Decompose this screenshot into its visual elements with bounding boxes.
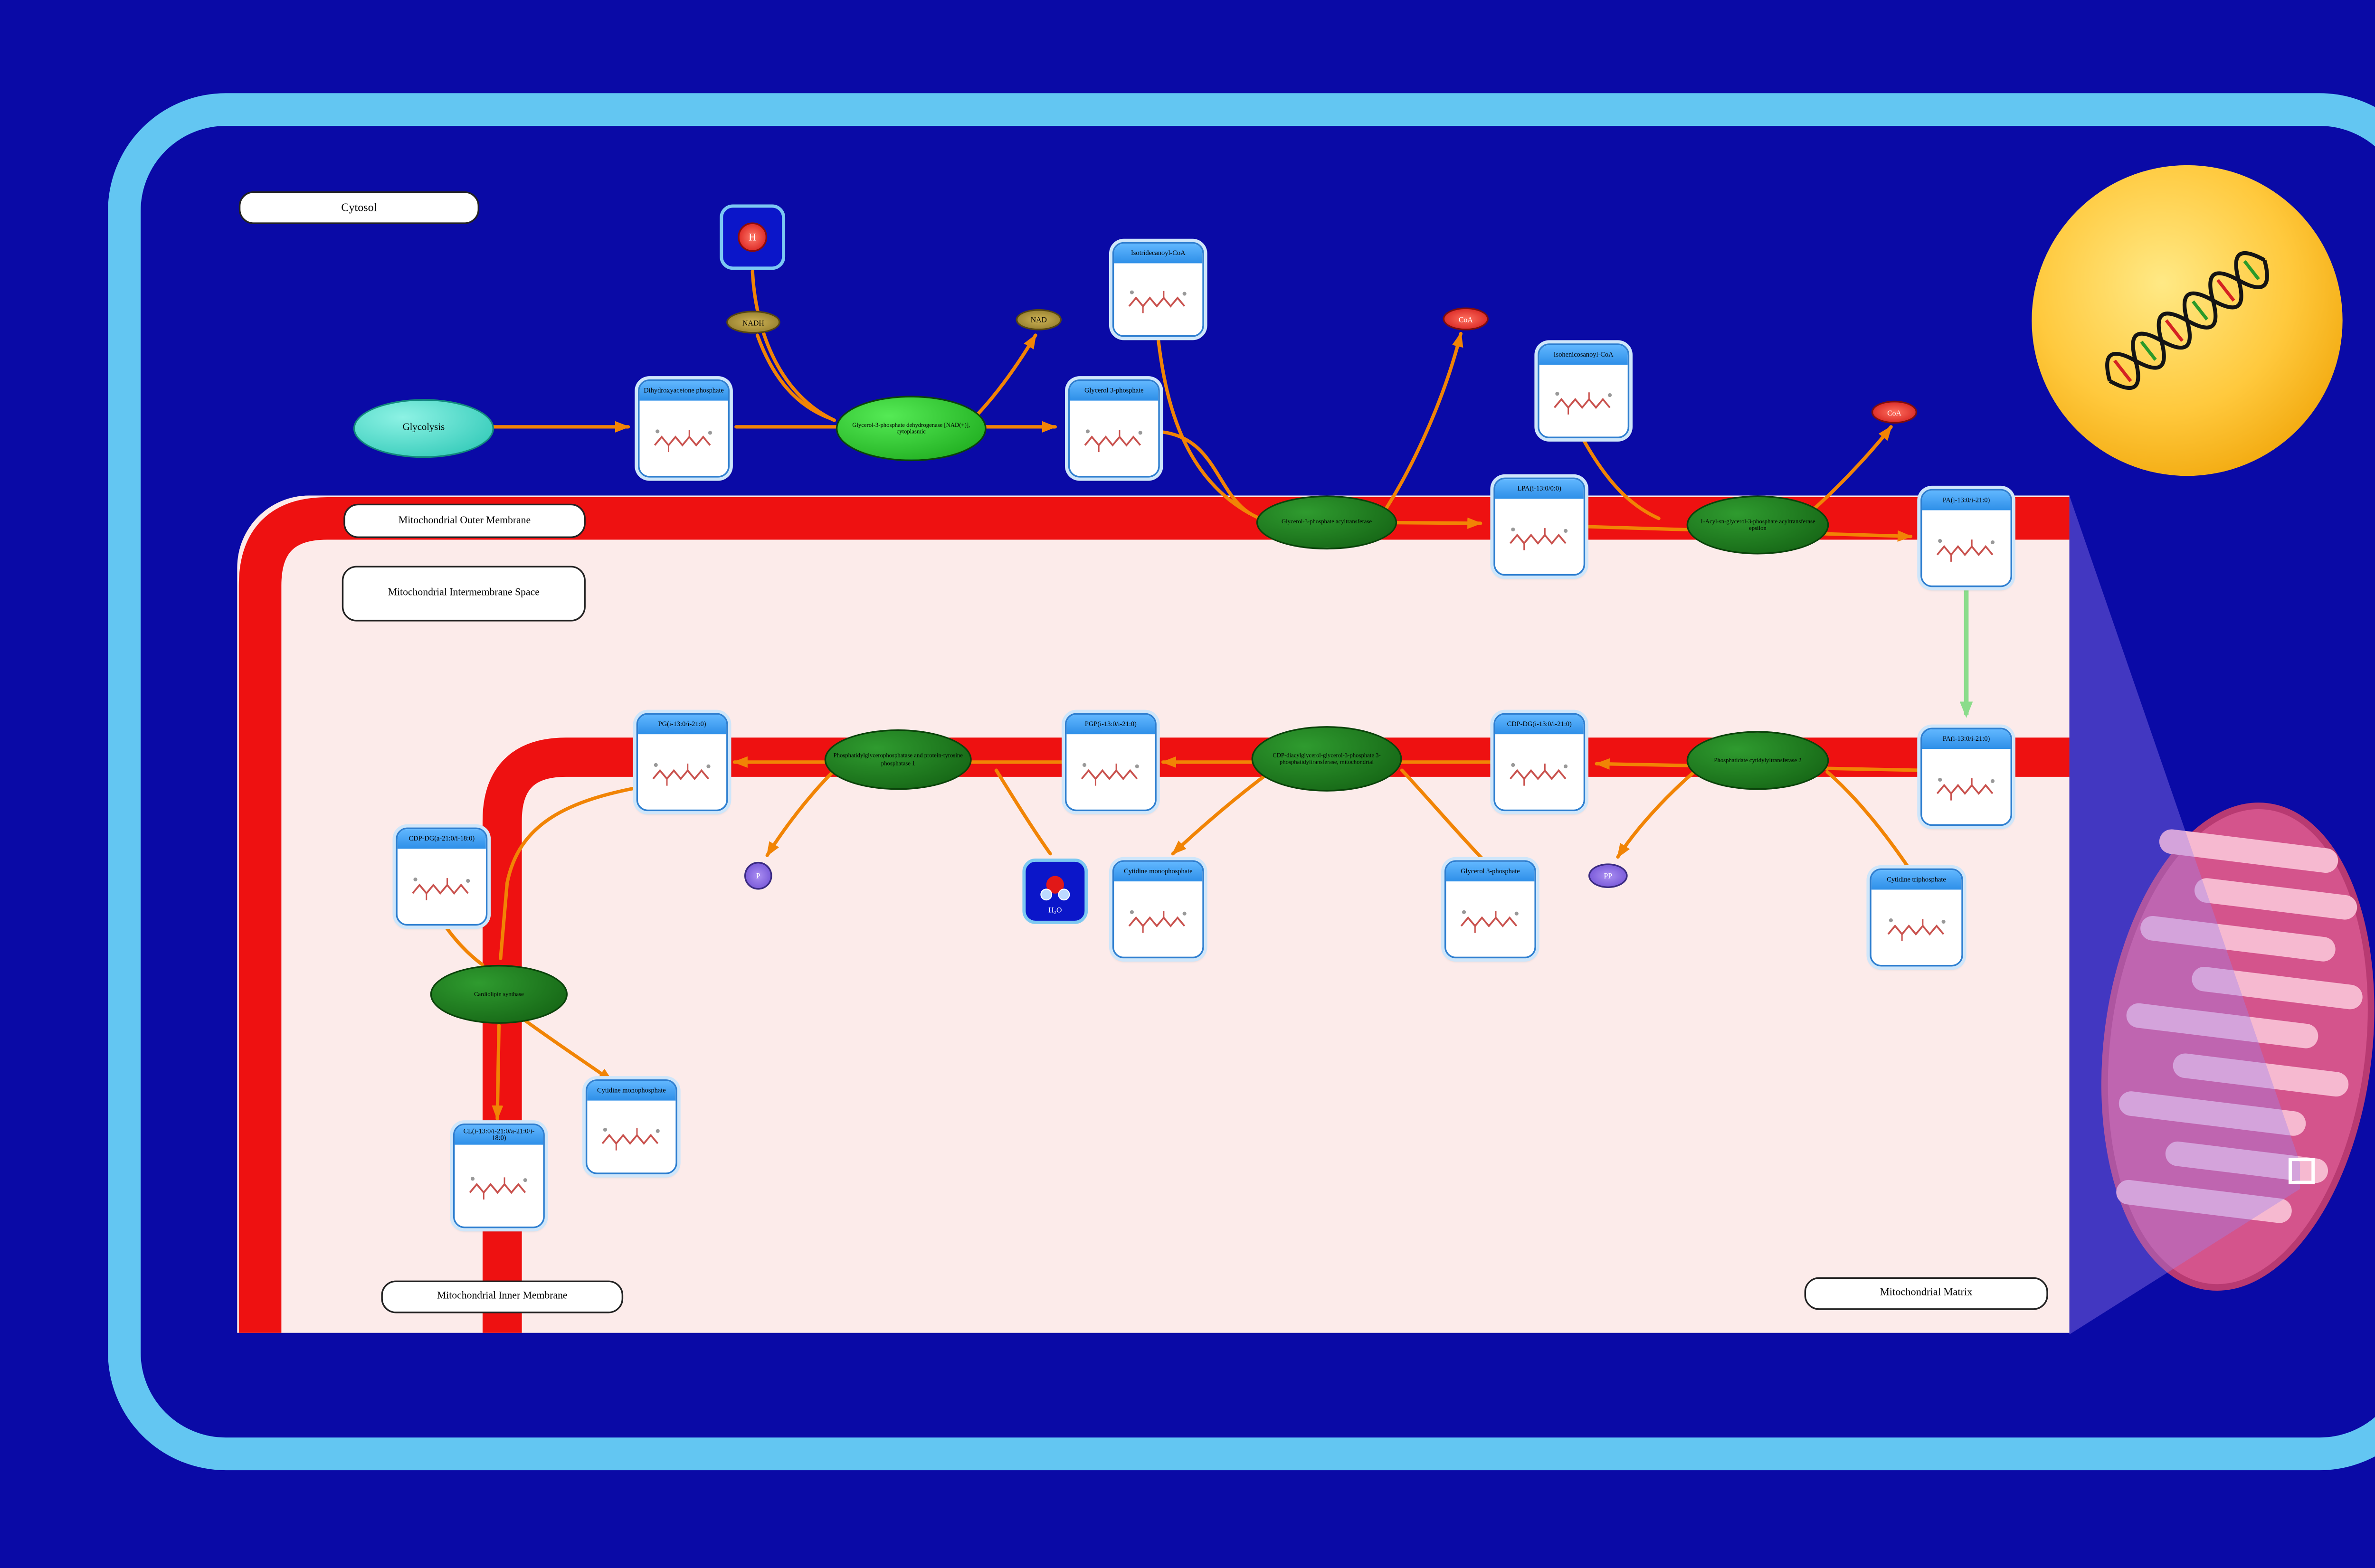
species-cdp-dg-2[interactable]: CDP-DG(a-21:0/i-18:0) (396, 827, 488, 926)
species-label: PGP(i-13:0/i-21:0) (1066, 714, 1155, 735)
species-g3p-cytosol[interactable]: Glycerol 3-phosphate (1068, 379, 1160, 478)
species-label: PG(i-13:0/i-21:0) (638, 714, 727, 735)
enzyme-cls[interactable]: Cardiolipin synthase (430, 964, 568, 1024)
structure-image (1495, 734, 1584, 810)
process-glycolysis[interactable]: Glycolysis (353, 399, 494, 458)
molecule-label: H (749, 231, 757, 243)
molecule-label: NADH (742, 318, 764, 327)
molecule-nad[interactable]: NAD (1016, 309, 1062, 331)
molecule-nadh[interactable]: NADH (726, 311, 780, 334)
enzyme-label: Glycerol-3-phosphate dehydrogenase [NAD(… (852, 422, 970, 435)
species-dhap[interactable]: Dihydroxyacetone phosphate (638, 379, 730, 478)
structure-image (1922, 749, 2011, 824)
molecule-coa-1[interactable]: CoA (1443, 307, 1489, 331)
enzyme-label: CDP-diacylglycerol-glycerol-3-phosphate … (1273, 752, 1381, 765)
structure-image (1922, 510, 2011, 586)
structure-image (1066, 734, 1155, 810)
molecule-water[interactable]: H₂O (1022, 859, 1088, 924)
inner-membrane-band (482, 737, 2070, 1333)
enzyme-ptpmt1[interactable]: Phosphatidylglycerophosphatase and prote… (824, 729, 972, 790)
species-cmp-1[interactable]: Cytidine monophosphate (1112, 860, 1204, 959)
species-cmp-2[interactable]: Cytidine monophosphate (585, 1079, 677, 1174)
species-label: Glycerol 3-phosphate (1446, 861, 1535, 882)
enzyme-label: Glycerol-3-phosphate acyltransferase (1281, 519, 1372, 526)
water-icon (1040, 875, 1070, 900)
species-label: LPA(i-13:0/0:0) (1495, 479, 1584, 499)
molecule-label: CoA (1458, 314, 1473, 323)
species-label: Glycerol 3-phosphate (1070, 381, 1159, 401)
species-pgp[interactable]: PGP(i-13:0/i-21:0) (1064, 713, 1157, 812)
molecule-label: CoA (1887, 408, 1901, 416)
molecule-coa-2[interactable]: CoA (1871, 400, 1918, 424)
label-cytosol: Cytosol (238, 191, 480, 224)
structure-image (455, 1145, 543, 1227)
enzyme-label: 1-Acyl-sn-glycerol-3-phosphate acyltrans… (1700, 518, 1815, 532)
species-cdp-dg-1[interactable]: CDP-DG(i-13:0/i-21:0) (1493, 713, 1586, 812)
structure-image (1495, 499, 1584, 574)
species-isohenicosanoyl-coa[interactable]: Isohenicosanoyl-CoA (1538, 343, 1630, 438)
structure-image (1070, 400, 1159, 476)
species-g3p-matrix[interactable]: Glycerol 3-phosphate (1444, 860, 1536, 959)
species-isotridecanoyl-coa[interactable]: Isotridecanoyl-CoA (1112, 242, 1204, 337)
zoom-beam (2069, 495, 2300, 1335)
species-pg[interactable]: PG(i-13:0/i-21:0) (636, 713, 728, 812)
species-label: CDP-DG(i-13:0/i-21:0) (1495, 714, 1584, 735)
molecule-label: H₂O (1048, 905, 1062, 914)
species-ctp[interactable]: Cytidine triphosphate (1870, 868, 1963, 967)
zoom-focus-square (2289, 1158, 2315, 1184)
enzyme-pgps[interactable]: CDP-diacylglycerol-glycerol-3-phosphate … (1251, 726, 1402, 792)
species-cardiolipin[interactable]: CL(i-13:0/i-21:0/a-21:0/i-18:0) (453, 1123, 545, 1228)
species-lpa[interactable]: LPA(i-13:0/0:0) (1493, 477, 1586, 576)
species-label: PA(i-13:0/i-21:0) (1922, 729, 2011, 749)
structure-image (397, 849, 486, 924)
enzyme-agpat[interactable]: 1-Acyl-sn-glycerol-3-phosphate acyltrans… (1686, 495, 1829, 555)
species-pa-outer[interactable]: PA(i-13:0/i-21:0) (1920, 489, 2012, 587)
molecule-label: P (756, 871, 760, 880)
label-inner-membrane: Mitochondrial Inner Membrane (381, 1280, 624, 1313)
enzyme-pct2[interactable]: Phosphatidate cytidylyltransferase 2 (1686, 731, 1829, 790)
species-label: Isotridecanoyl-CoA (1114, 244, 1203, 264)
structure-image (638, 734, 727, 810)
label-matrix: Mitochondrial Matrix (1804, 1277, 2048, 1310)
enzyme-label: Cardiolipin synthase (474, 991, 524, 998)
molecule-pp[interactable]: PP (1588, 863, 1628, 888)
molecule-h-ion[interactable]: H (720, 204, 786, 270)
molecule-phosphate[interactable]: P (744, 861, 772, 890)
label-outer-membrane: Mitochondrial Outer Membrane (343, 503, 586, 538)
species-label: CDP-DG(a-21:0/i-18:0) (397, 829, 486, 849)
enzyme-gpd1[interactable]: Glycerol-3-phosphate dehydrogenase [NAD(… (836, 396, 987, 462)
species-pa-inner[interactable]: PA(i-13:0/i-21:0) (1920, 727, 2012, 826)
h-ion-icon: H (738, 222, 768, 252)
species-label: Cytidine monophosphate (587, 1081, 676, 1101)
dna-icon (2105, 251, 2269, 390)
molecule-label: PP (1604, 871, 1613, 880)
enzyme-label: Phosphatidylglycerophosphatase and prote… (833, 753, 963, 766)
structure-image (1114, 263, 1203, 335)
structure-image (1871, 889, 1962, 965)
outer-membrane-band (238, 497, 2070, 1333)
structure-image (1539, 364, 1628, 437)
structure-image (639, 400, 728, 476)
enzyme-gpat[interactable]: Glycerol-3-phosphate acyltransferase (1256, 495, 1397, 550)
molecule-label: NAD (1030, 315, 1047, 324)
structure-image (1446, 881, 1535, 957)
structure-image (587, 1100, 676, 1173)
species-label: PA(i-13:0/i-21:0) (1922, 491, 2011, 510)
nucleus (2032, 165, 2343, 476)
mitochondrion-icon (2101, 803, 2375, 1291)
species-label: Isohenicosanoyl-CoA (1539, 345, 1628, 365)
enzyme-label: Phosphatidate cytidylyltransferase 2 (1714, 757, 1802, 764)
label-intermembrane-space: Mitochondrial Intermembrane Space (342, 566, 586, 622)
structure-image (1114, 881, 1203, 957)
species-label: Dihydroxyacetone phosphate (639, 381, 728, 401)
species-label: Cytidine monophosphate (1114, 861, 1203, 882)
species-label: CL(i-13:0/i-21:0/a-21:0/i-18:0) (455, 1125, 543, 1146)
process-label: Glycolysis (402, 423, 445, 434)
species-label: Cytidine triphosphate (1871, 870, 1962, 890)
